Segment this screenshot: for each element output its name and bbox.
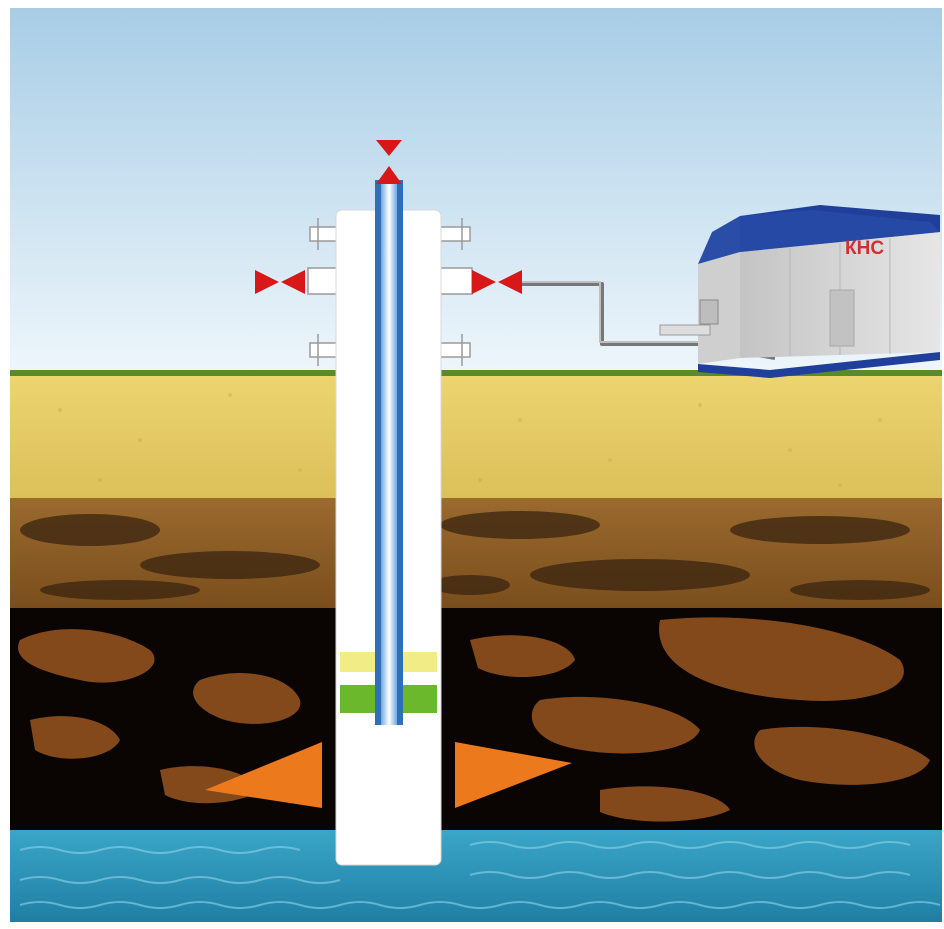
left-valve-icon: [255, 270, 305, 294]
pump-station-label: КНС: [845, 238, 884, 259]
top-valve-icon: [376, 140, 402, 184]
right-valve-icon: [472, 270, 522, 294]
oil-reservoir-layer: [10, 608, 942, 830]
injection-arrow-right-icon: [455, 742, 572, 808]
sand-layer: [10, 376, 942, 498]
water-layer: [10, 830, 942, 922]
flange-bolts: [317, 218, 463, 366]
ground-surface: [10, 370, 942, 376]
injection-tubing: [375, 180, 403, 725]
injection-arrow-left-icon: [205, 742, 322, 808]
oil-soil-layer: [10, 498, 942, 608]
pump-station: [659, 205, 940, 378]
